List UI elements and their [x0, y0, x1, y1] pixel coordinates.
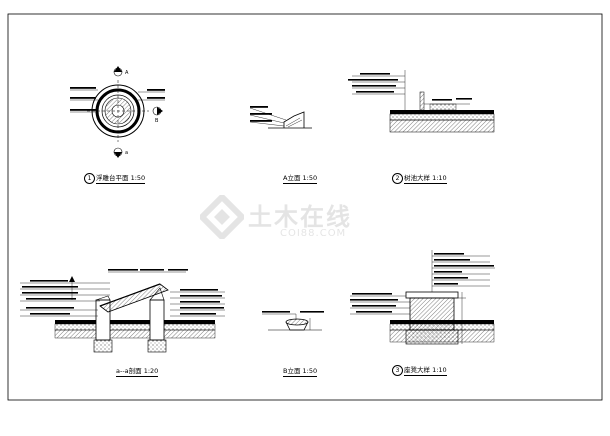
caption-detail2-number: 2: [392, 173, 403, 184]
detail2-drawing: [348, 70, 495, 133]
elevation-a-drawing: [249, 106, 312, 129]
caption-section-text: a--a剖面 1:20: [116, 367, 159, 377]
watermark-cn: 土木在线: [248, 203, 352, 231]
caption-detail3-number: 3: [392, 365, 403, 376]
caption-plan-text: 浮雕台平面 1:50: [96, 174, 146, 185]
marker-top: A: [113, 66, 129, 77]
caption-elevation-a: A立面 1:50: [283, 174, 318, 184]
watermark-logo-icon: [200, 195, 244, 239]
caption-elevation-b-text: B立面 1:50: [283, 367, 318, 377]
sheet-border: [7, 13, 603, 401]
elevation-b-drawing: [262, 311, 324, 331]
watermark-en: COI88.COM: [280, 228, 347, 239]
marker-right: B: [152, 106, 163, 124]
marker-right-label: B: [155, 118, 159, 124]
section-drawing: [20, 269, 225, 353]
watermark: 土木在线 COI88.COM: [200, 195, 415, 245]
caption-plan-number: 1: [84, 173, 95, 184]
caption-detail2-text: 树池大样 1:10: [404, 174, 447, 185]
caption-section: a--a剖面 1:20: [116, 367, 159, 377]
marker-top-label: A: [125, 70, 129, 76]
caption-elevation-a-text: A立面 1:50: [283, 174, 318, 184]
detail3-drawing: [350, 250, 495, 345]
caption-detail3-text: 座凳大样 1:10: [404, 366, 447, 377]
marker-bottom-label: a: [125, 150, 128, 156]
plan-drawing: [70, 80, 165, 142]
caption-elevation-b: B立面 1:50: [283, 367, 318, 377]
marker-bottom: a: [113, 147, 128, 158]
